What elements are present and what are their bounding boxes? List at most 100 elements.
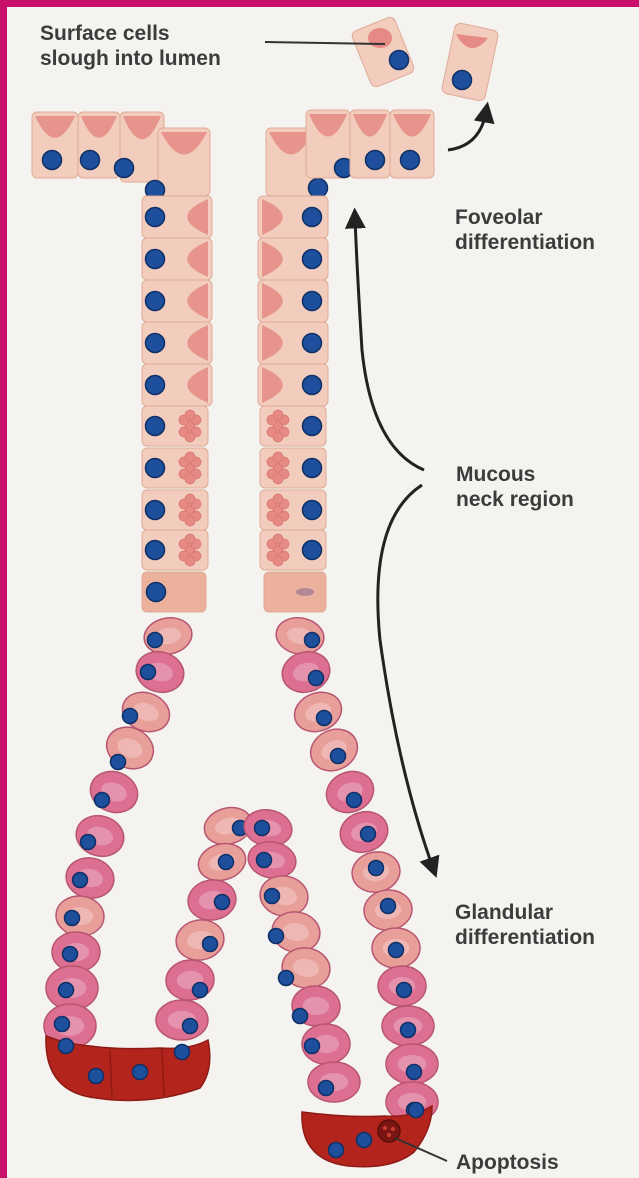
nucleus	[146, 541, 165, 560]
glandular-cell	[185, 876, 239, 924]
glandular-cell	[349, 848, 403, 896]
foveolar-cell	[390, 110, 434, 178]
mucin-granule	[273, 556, 283, 566]
nucleus	[146, 501, 165, 520]
mucous-neck-cell	[260, 490, 326, 530]
nucleus	[361, 827, 376, 842]
glandular-cell	[279, 944, 334, 992]
label-surface-cells-slough: Surface cells slough into lumen	[40, 21, 221, 71]
nucleus	[309, 179, 328, 198]
mucin-granule	[185, 452, 195, 462]
nucleus	[303, 541, 322, 560]
foveolar-cell	[350, 110, 390, 178]
glandular-cell	[194, 838, 250, 885]
nucleus	[146, 250, 165, 269]
foveolar-cell	[142, 364, 212, 406]
nucleus	[65, 911, 80, 926]
foveolar-cell	[142, 238, 212, 280]
cell-body	[350, 16, 415, 89]
foveolar-cell	[258, 280, 328, 322]
nucleus	[397, 983, 412, 998]
glandular-down-arrow	[378, 485, 433, 868]
nucleus	[409, 1103, 424, 1118]
nucleus	[123, 709, 138, 724]
nuclear-fragment	[387, 1133, 391, 1137]
nucleus	[401, 1023, 416, 1038]
nucleus	[303, 501, 322, 520]
nucleus	[303, 334, 322, 353]
mucin-granule	[185, 432, 195, 442]
nucleus	[257, 853, 272, 868]
nucleus	[347, 793, 362, 808]
glandular-cell	[362, 888, 413, 932]
nucleus	[193, 983, 208, 998]
glandular-cell	[54, 894, 105, 938]
nucleus	[407, 1065, 422, 1080]
nucleus	[369, 861, 384, 876]
nucleus	[55, 1017, 70, 1032]
nucleus	[148, 633, 163, 648]
mucin-granule	[185, 410, 195, 420]
mucous-neck-cell	[142, 530, 208, 570]
nucleus	[303, 250, 322, 269]
nucleus	[43, 151, 62, 170]
foveolar-cell	[142, 280, 212, 322]
nucleus	[381, 899, 396, 914]
label-mucous-neck-region: Mucous neck region	[456, 462, 574, 512]
glandular-cell	[85, 765, 144, 819]
nucleus	[255, 821, 270, 836]
label-apoptosis: Apoptosis	[456, 1150, 559, 1175]
mucin-granule	[273, 516, 283, 526]
transition-cell	[142, 572, 206, 612]
nucleus	[293, 1009, 308, 1024]
foveolar-cell	[142, 322, 212, 364]
glandular-cell	[302, 1024, 350, 1064]
foveolar-cell	[32, 112, 78, 178]
nucleus	[389, 943, 404, 958]
nucleus	[146, 292, 165, 311]
glandular-cell	[278, 646, 335, 697]
nucleus	[309, 671, 324, 686]
nucleus	[146, 417, 165, 436]
mucin-cap	[368, 28, 392, 48]
gland-cells	[32, 16, 499, 1167]
nucleus	[390, 51, 409, 70]
slough-curved-arrow	[448, 112, 486, 150]
foveolar-cell	[78, 112, 120, 178]
nucleus	[203, 937, 218, 952]
mucin-granule	[185, 516, 195, 526]
label-glandular-differentiation: Glandular differentiation	[455, 900, 595, 950]
glandular-cell	[173, 916, 227, 964]
nucleus	[305, 1039, 320, 1054]
nucleus	[141, 665, 156, 680]
nucleus	[319, 1081, 334, 1096]
mucin-granule	[273, 474, 283, 484]
foveolar-up-arrow	[355, 218, 424, 470]
nucleus	[453, 71, 472, 90]
nucleus	[215, 895, 230, 910]
mucous-neck-cell	[260, 530, 326, 570]
foveolar-cell	[258, 238, 328, 280]
nucleus	[303, 459, 322, 478]
glandular-cell	[164, 958, 215, 1002]
glandular-cell	[156, 1000, 208, 1040]
mucin-granule	[185, 534, 195, 544]
glandular-cell	[72, 810, 129, 861]
nucleus	[95, 793, 110, 808]
mucin-granule	[273, 410, 283, 420]
nucleus	[146, 376, 165, 395]
mucin-granule	[185, 494, 195, 504]
nucleus	[73, 873, 88, 888]
nucleus	[401, 151, 420, 170]
glandular-cell	[386, 1044, 438, 1084]
glandular-cell	[132, 646, 189, 697]
nucleus	[59, 983, 74, 998]
label-mucous-line2: neck region	[456, 487, 574, 512]
glandular-cell	[273, 614, 327, 658]
mucous-neck-cell	[142, 406, 208, 446]
nucleus	[147, 583, 166, 602]
glandular-cell	[63, 854, 117, 902]
nucleus	[111, 755, 126, 770]
nucleus	[279, 971, 294, 986]
mucin-granule	[185, 556, 195, 566]
